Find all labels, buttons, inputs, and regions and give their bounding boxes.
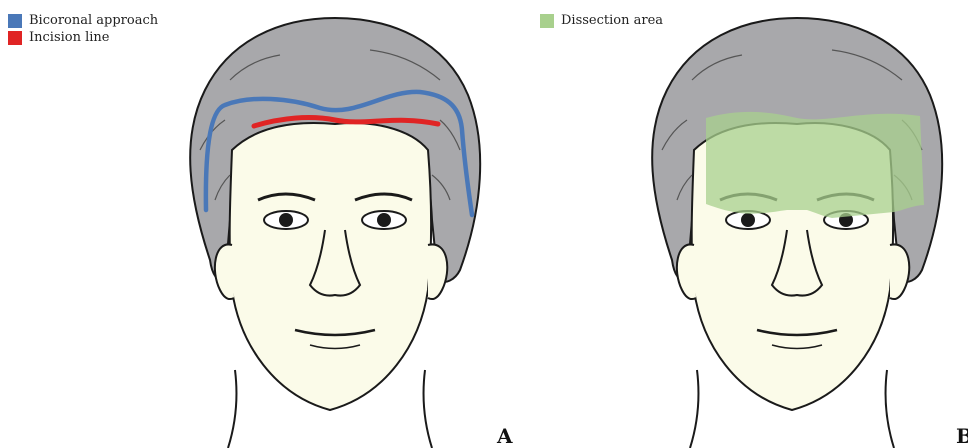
legend-swatch-dissection xyxy=(540,14,554,28)
face-illustration-b xyxy=(632,0,962,448)
legend-item-incision-line: Incision line xyxy=(8,29,158,46)
ear-left-b xyxy=(677,244,696,299)
panel-label-b: B xyxy=(956,424,968,448)
legend-panel-a: Bicoronal approach Incision line xyxy=(8,12,158,46)
legend-swatch-incision xyxy=(8,31,22,45)
legend-label-incision: Incision line xyxy=(29,30,110,45)
ear-right-a xyxy=(428,244,447,299)
face-skin-a xyxy=(230,123,431,410)
ear-right-b xyxy=(890,244,909,299)
pupil-left-b xyxy=(741,213,755,227)
panel-label-a: A xyxy=(497,424,513,448)
legend-swatch-bicoronal xyxy=(8,14,22,28)
pupil-right-a xyxy=(377,213,391,227)
dissection-area-overlay xyxy=(706,112,924,218)
legend-item-bicoronal-approach: Bicoronal approach xyxy=(8,12,158,29)
face-illustration-a xyxy=(170,0,500,448)
ear-left-a xyxy=(215,244,234,299)
pupil-left-a xyxy=(279,213,293,227)
legend-label-bicoronal: Bicoronal approach xyxy=(29,13,158,28)
